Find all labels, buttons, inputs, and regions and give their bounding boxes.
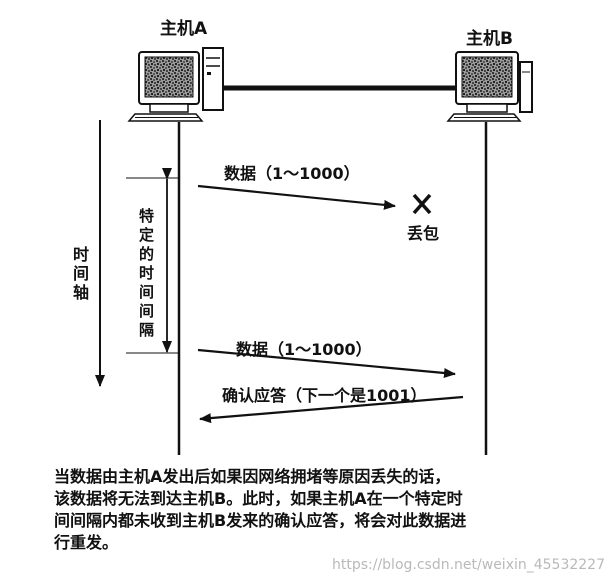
caption-line-4: 行重发。 — [54, 533, 119, 552]
interval-label-char-6: 间 — [139, 302, 154, 320]
host-b-computer-icon — [446, 51, 533, 122]
time-axis-label-char-2: 间 — [73, 264, 89, 283]
host-a-label: 主机A — [160, 18, 208, 39]
interval-label-char-5: 间 — [139, 283, 154, 301]
host-a-computer-icon — [127, 47, 224, 122]
ack-label: 确认应答（下一个是1001） — [222, 386, 427, 405]
time-axis-label-char-3: 轴 — [73, 283, 89, 302]
interval-label-char-7: 隔 — [139, 321, 154, 339]
retransmit-arrow — [197, 348, 456, 378]
caption-line-1: 当数据由主机A发出后如果因网络拥堵等原因丢失的话， — [54, 467, 451, 486]
interval-label-char-3: 的 — [139, 245, 154, 263]
packet-loss-cross-icon — [412, 193, 432, 215]
time-axis-label-char-1: 时 — [73, 245, 89, 264]
host-b-label: 主机B — [466, 28, 513, 49]
ack-arrow — [199, 395, 464, 424]
interval-label-char-4: 时 — [139, 264, 154, 282]
interval-label-char-2: 定 — [139, 226, 154, 244]
first-send-arrow — [197, 184, 396, 210]
source-watermark: https://blog.csdn.net/weixin_45532227 — [331, 557, 605, 573]
retransmit-label: 数据（1～1000） — [236, 340, 372, 359]
caption-line-2: 该数据将无法到达主机B。此时，如果主机A在一个特定时 — [54, 489, 463, 508]
interval-label-char-1: 特 — [139, 207, 154, 225]
explanation-caption: 当数据由主机A发出后如果因网络拥堵等原因丢失的话， 该数据将无法到达主机B。此时… — [54, 466, 594, 554]
caption-line-3: 间间隔内都未收到主机B发来的确认应答，将会对此数据进 — [54, 511, 467, 530]
first-send-label: 数据（1～1000） — [224, 164, 360, 183]
packet-loss-label: 丢包 — [407, 224, 439, 243]
